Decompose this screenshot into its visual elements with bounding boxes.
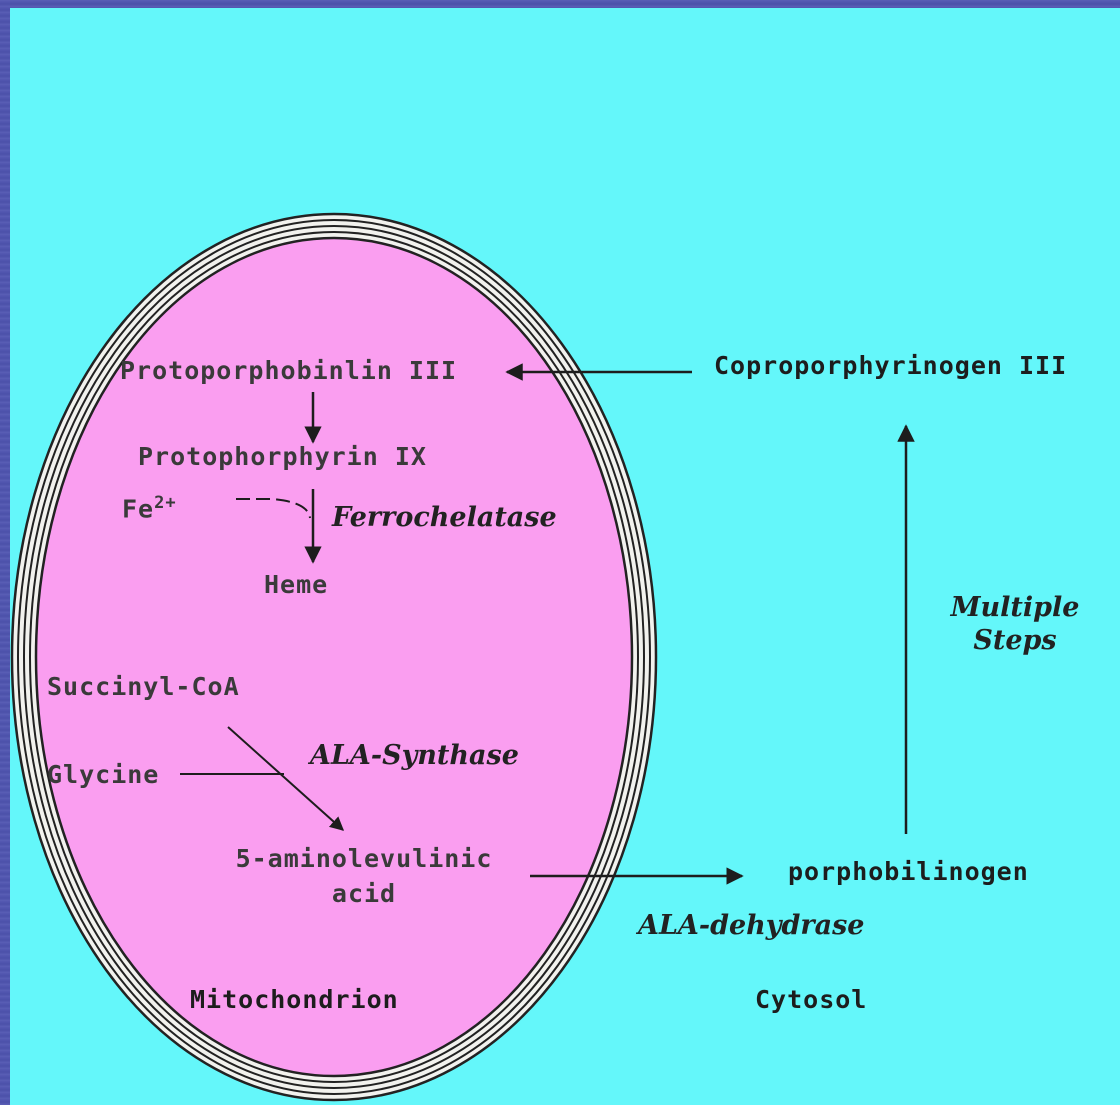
fe-ion-label: Fe2+ bbox=[122, 493, 177, 523]
succinyl-coa-label: Succinyl-CoA bbox=[47, 672, 240, 701]
multiple-steps-line1: Multiple bbox=[940, 592, 1090, 623]
mitochondrion-membrane bbox=[12, 214, 656, 1100]
ala-dehydrase-label: ALA-dehydrase bbox=[638, 910, 864, 941]
fe-charge: 2+ bbox=[154, 493, 176, 513]
protoporphobinlin-label: Protoporphobinlin III bbox=[120, 356, 457, 385]
mitochondrion-label: Mitochondrion bbox=[190, 985, 399, 1014]
heme-label: Heme bbox=[264, 570, 328, 599]
diagram-canvas: Protoporphobinlin III Protophorphyrin IX… bbox=[10, 8, 1120, 1105]
coproporphyrinogen-label: Coproporphyrinogen III bbox=[714, 351, 1067, 380]
protophorphyrin-label: Protophorphyrin IX bbox=[138, 442, 427, 471]
multiple-steps-line2: Steps bbox=[940, 625, 1090, 656]
ferrochelatase-label: Ferrochelatase bbox=[332, 502, 557, 533]
ala-synthase-label: ALA-Synthase bbox=[310, 740, 519, 771]
fe-symbol: Fe bbox=[122, 494, 154, 523]
aminolevulinic-acid-line1: 5-aminolevulinic bbox=[202, 844, 526, 873]
diagram-svg bbox=[10, 8, 1120, 1105]
cytosol-label: Cytosol bbox=[755, 985, 867, 1014]
aminolevulinic-acid-line2: acid bbox=[202, 879, 526, 908]
porphobilinogen-label: porphobilinogen bbox=[788, 857, 1029, 886]
glycine-label: Glycine bbox=[47, 760, 159, 789]
